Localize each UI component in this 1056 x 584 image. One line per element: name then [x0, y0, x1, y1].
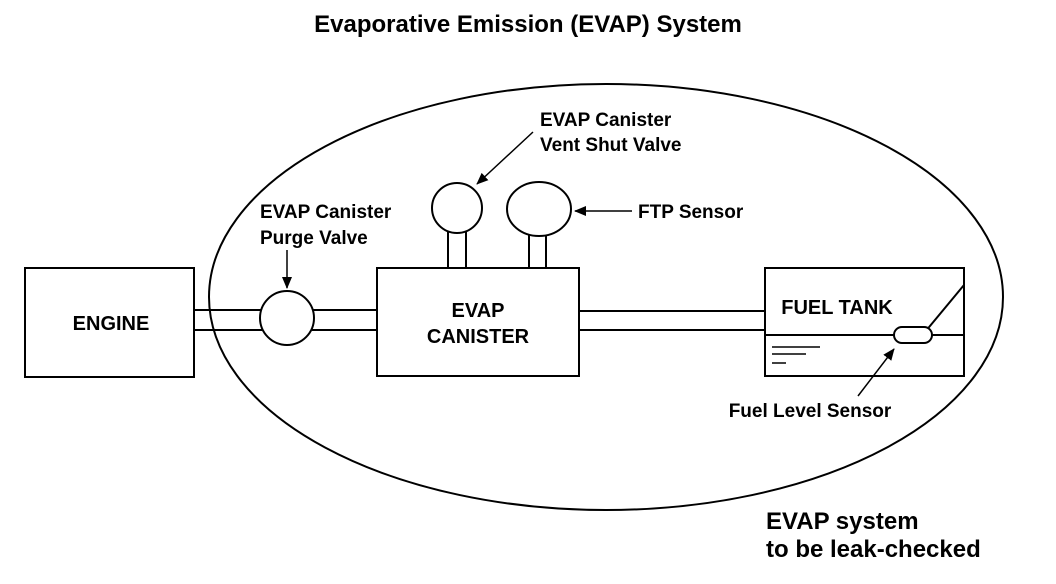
leak-check-caption-line2: to be leak-checked	[766, 536, 981, 563]
canister-label-line1: EVAP	[452, 300, 505, 322]
purge-valve	[259, 290, 315, 346]
fuel-tank-box	[764, 267, 965, 377]
purge-valve-label-line1: EVAP Canister	[260, 202, 392, 223]
vent-valve-label-line2: Vent Shut Valve	[540, 135, 682, 156]
ftp-sensor-stem	[528, 234, 547, 268]
fuel-level-sensor-float	[893, 326, 933, 344]
vent-shut-valve	[431, 182, 483, 234]
fuel-liquid-marks	[772, 346, 820, 364]
fuel-level-sensor-arrow	[857, 348, 895, 397]
vent-valve-stem	[447, 231, 467, 268]
engine-box	[24, 267, 195, 378]
engine-purge-pipe	[194, 309, 262, 331]
ftp-sensor	[506, 181, 572, 237]
engine-label: ENGINE	[73, 313, 150, 335]
vent-valve-arrow	[476, 131, 534, 185]
purge-valve-label-line2: Purge Valve	[260, 228, 368, 249]
diagram-title: Evaporative Emission (EVAP) System	[314, 11, 742, 38]
fuel-level-sensor-label: Fuel Level Sensor	[729, 401, 892, 422]
vent-valve-label-line1: EVAP Canister	[540, 110, 672, 131]
canister-tank-pipe	[579, 310, 765, 331]
leak-check-boundary	[208, 83, 1004, 511]
ftp-sensor-label: FTP Sensor	[638, 202, 744, 223]
fuel-level-sensor-arm	[924, 284, 965, 333]
purge-canister-pipe	[312, 309, 377, 331]
evap-canister-box	[376, 267, 580, 377]
leak-check-caption-line1: EVAP system	[766, 508, 919, 535]
canister-label-line2: CANISTER	[427, 326, 530, 348]
fuel-tank-label: FUEL TANK	[781, 297, 893, 319]
